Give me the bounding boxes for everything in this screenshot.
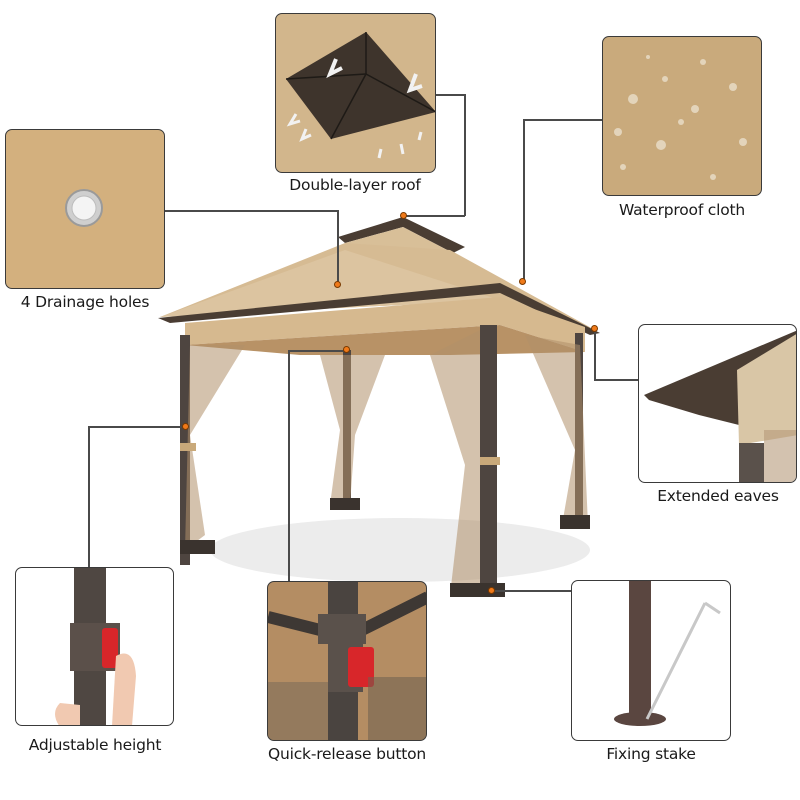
connector-height	[88, 426, 185, 428]
connector-release	[288, 350, 290, 581]
telescoping-leg-image	[55, 568, 136, 725]
connector-drainage	[165, 210, 338, 212]
stake-image	[614, 581, 721, 726]
grommet-icon	[65, 189, 103, 227]
connector-roof	[435, 94, 465, 96]
water-droplets-image	[614, 55, 747, 180]
drainage-holes-card	[5, 129, 165, 289]
adjustable-height-label: Adjustable height	[28, 736, 162, 754]
connector-drainage	[337, 210, 339, 285]
connector-waterproof	[523, 119, 525, 281]
connector-roof	[405, 215, 465, 217]
connector-roof	[464, 94, 466, 216]
callout-dot-stake	[488, 587, 495, 594]
callout-dot-height	[182, 423, 189, 430]
gazebo-illustration	[150, 205, 610, 605]
waterproof-cloth-label: Waterproof cloth	[618, 201, 746, 219]
callout-dot-drainage	[334, 281, 341, 288]
release-tab	[102, 628, 118, 668]
connector-height	[88, 426, 90, 568]
quick-release-button-label: Quick-release button	[268, 745, 426, 763]
quick-release-image	[268, 582, 426, 740]
drainage-holes-label: 4 Drainage holes	[20, 293, 150, 311]
connector-release	[288, 350, 346, 352]
connector-eaves	[594, 330, 596, 380]
waterproof-cloth-card	[602, 36, 762, 196]
fixing-stake-label: Fixing stake	[606, 745, 696, 763]
adjustable-height-card	[15, 567, 174, 726]
extended-eaves-label: Extended eaves	[657, 487, 779, 505]
callout-dot-eaves	[591, 325, 598, 332]
release-button	[348, 647, 374, 687]
callout-dot-waterproof	[519, 278, 526, 285]
double-layer-roof-card	[275, 13, 436, 173]
double-layer-roof-label: Double-layer roof	[289, 176, 421, 194]
callout-dot-release	[343, 346, 350, 353]
quick-release-button-card	[267, 581, 427, 741]
roof-vent-image	[285, 32, 435, 159]
connector-stake	[492, 590, 572, 592]
callout-dot-roof	[400, 212, 407, 219]
extended-eaves-card	[638, 324, 797, 483]
fixing-stake-card	[571, 580, 731, 741]
connector-waterproof	[523, 119, 603, 121]
connector-eaves	[594, 379, 638, 381]
eaves-image	[644, 330, 796, 482]
